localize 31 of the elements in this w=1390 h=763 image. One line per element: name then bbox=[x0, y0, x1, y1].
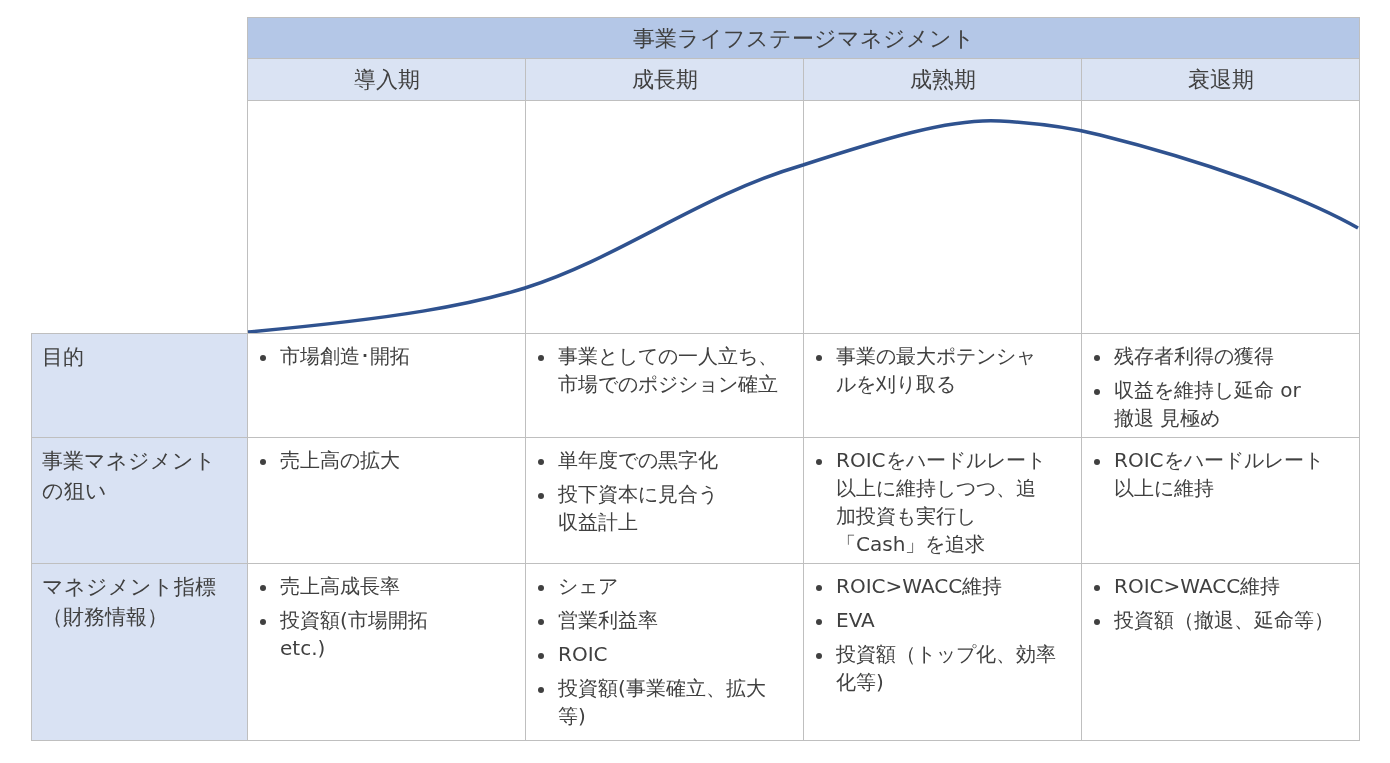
bullet-text: 売上高の拡大 bbox=[280, 447, 401, 474]
column-header: 衰退期 bbox=[1081, 58, 1360, 101]
bullet-text: ROICをハードルレート以上に維持しつつ、追加投資も実行し「Cash」を追求 bbox=[836, 447, 1046, 558]
bullet-text: ROICをハードルレート以上に維持 bbox=[1114, 447, 1325, 502]
column-header: 導入期 bbox=[247, 58, 526, 101]
bullet-text: 市場創造･開拓 bbox=[280, 343, 411, 370]
bullet-text: 残存者利得の獲得 bbox=[1114, 343, 1275, 370]
bullet-text: 売上高成長率 bbox=[280, 573, 401, 600]
bullet-text: 事業の最大ポテンシャルを刈り取る bbox=[836, 343, 1037, 398]
bullet-text: 収益を維持し延命 or 撤退 見極め bbox=[1114, 377, 1302, 432]
bullet-text: 単年度での黒字化 bbox=[558, 447, 719, 474]
column-header: 成長期 bbox=[525, 58, 804, 101]
bullet-text: 投資額（撤退、延命等） bbox=[1114, 607, 1334, 634]
bullet-text: ROIC>WACC維持 bbox=[1114, 573, 1282, 600]
bullet-text: 投資額（トップ化、効率化等) bbox=[836, 641, 1056, 696]
bullet-text: 投資額(市場開拓etc.) bbox=[280, 607, 429, 662]
bullet-text: ROIC>WACC維持 bbox=[836, 573, 1004, 600]
row-header: 目的 bbox=[31, 333, 248, 438]
bullet-text: 事業としての一人立ち、市場でのポジション確立 bbox=[558, 343, 779, 398]
bullet-text: 投下資本に見合う収益計上 bbox=[558, 481, 719, 536]
table-cell bbox=[1081, 333, 1360, 438]
bullet-text: シェア bbox=[558, 573, 619, 600]
row-header: 事業マネジメントの狙い bbox=[31, 437, 248, 564]
table-cell bbox=[1081, 563, 1360, 741]
column-header: 成熟期 bbox=[803, 58, 1082, 101]
row-header: マネジメント指標（財務情報） bbox=[31, 563, 248, 741]
bullet-text: EVA bbox=[836, 607, 876, 634]
table-title: 事業ライフステージマネジメント bbox=[247, 17, 1360, 60]
bullet-text: 営業利益率 bbox=[558, 607, 659, 634]
bullet-text: 投資額(事業確立、拡大等) bbox=[558, 675, 767, 730]
bullet-text: ROIC bbox=[558, 641, 609, 668]
